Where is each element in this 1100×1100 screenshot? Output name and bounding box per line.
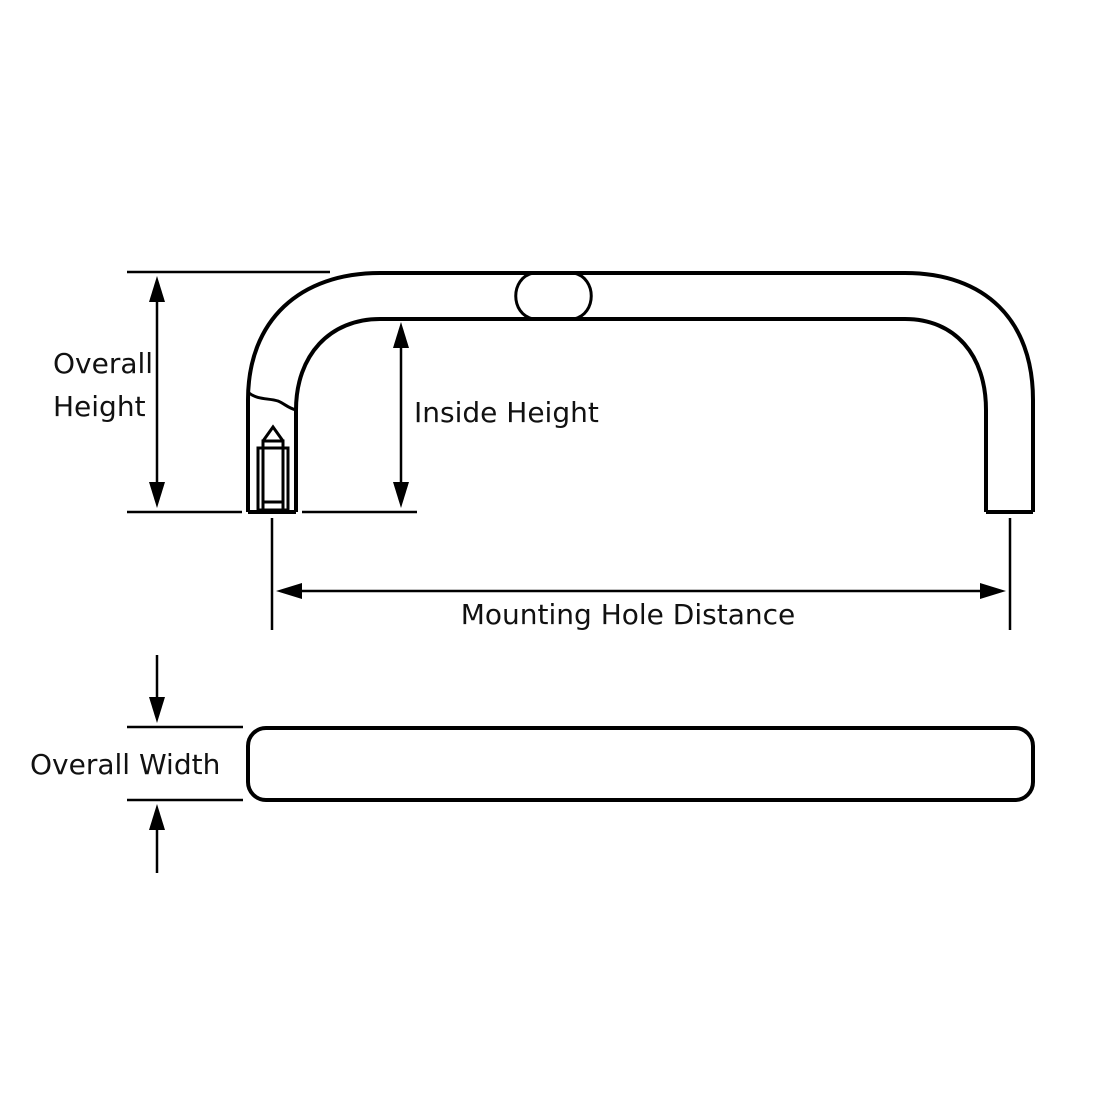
inside-height-arrow-down-icon xyxy=(393,482,409,508)
handle-inner-profile xyxy=(294,317,988,512)
mounting-hole-dimension: Mounting Hole Distance xyxy=(270,518,1012,631)
inside-height-arrow-up-icon xyxy=(393,322,409,348)
overall-height-arrow-down-icon xyxy=(149,482,165,508)
overall-width-arrow-down-icon xyxy=(149,697,165,723)
overall-height-label-line1: Overall xyxy=(53,347,153,380)
overall-width-arrow-up-icon xyxy=(149,804,165,830)
center-oval-mark xyxy=(514,271,593,321)
overall-height-dimension: Overall Height xyxy=(53,270,330,514)
overall-width-dimension: Overall Width xyxy=(30,655,243,873)
mounting-arrow-left-icon xyxy=(276,583,302,599)
overall-height-arrow-up-icon xyxy=(149,276,165,302)
handle-outer-profile xyxy=(246,271,1035,512)
cutaway-break-line xyxy=(248,391,297,412)
inside-height-label: Inside Height xyxy=(414,396,599,429)
overall-width-label: Overall Width xyxy=(30,748,220,781)
handle-top-view xyxy=(246,726,1035,802)
overall-height-label-line2: Height xyxy=(53,390,146,423)
threaded-insert-icon xyxy=(256,424,290,512)
handle-side-view xyxy=(246,271,1035,514)
mounting-hole-distance-label: Mounting Hole Distance xyxy=(461,598,795,631)
inside-height-dimension: Inside Height xyxy=(302,322,599,514)
mounting-arrow-right-icon xyxy=(980,583,1006,599)
handle-top-view-bar xyxy=(246,726,1035,802)
